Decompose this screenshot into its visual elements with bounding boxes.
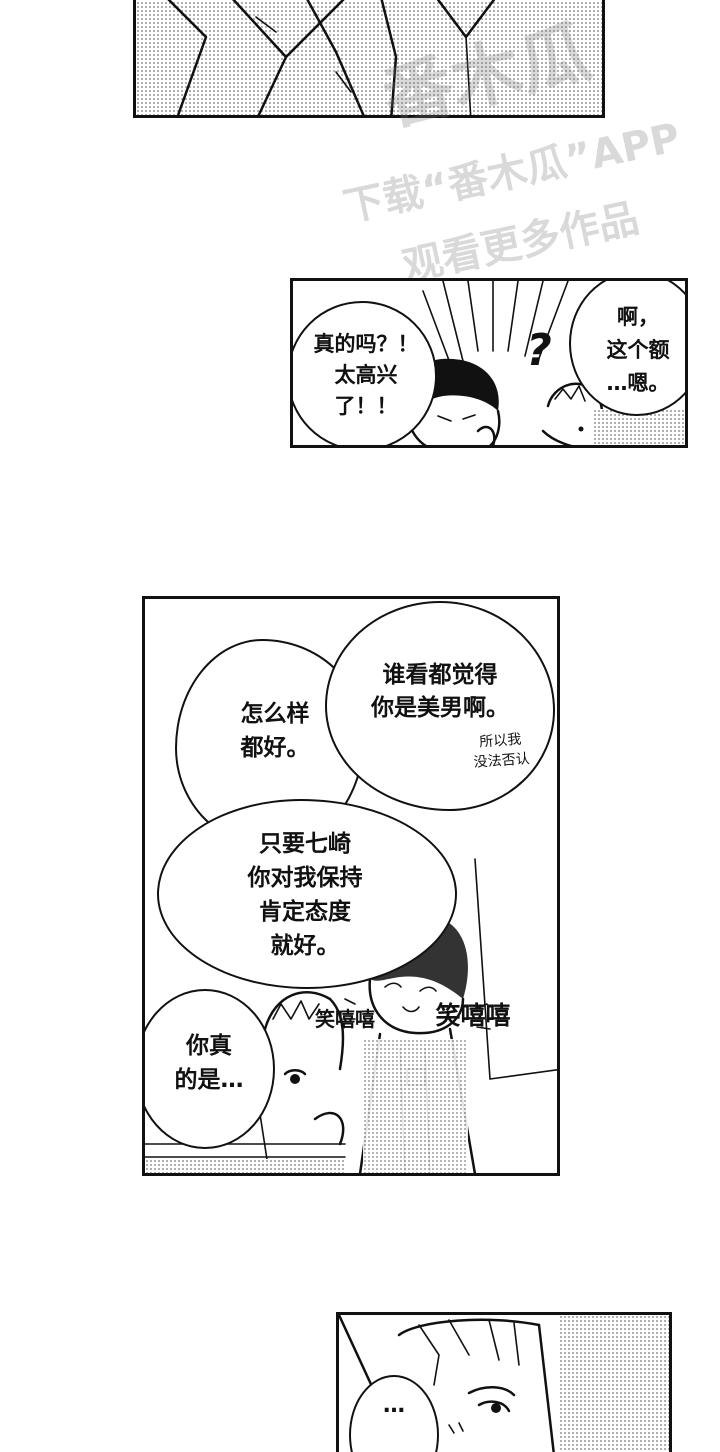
- cloud-bubble-everyone: [325, 601, 555, 811]
- bubble-text-ah: 啊， 这个额 …嗯。: [606, 305, 670, 395]
- speech-bubble-right: [569, 281, 685, 416]
- panel-1-shirt-art: [167, 0, 496, 115]
- watermark-line-1: 下载“番木瓜”APP: [339, 114, 685, 231]
- panel-3-wall-tone: [145, 1159, 345, 1173]
- bubble-text-how: 怎么样 都好。: [240, 701, 310, 761]
- panel-4-screentone: [559, 1315, 669, 1452]
- panel-3-shirt-tone: [363, 1039, 468, 1173]
- cloud-bubble-as-long: [157, 799, 457, 989]
- panel-2: 真的吗？！ 太高兴 了！！ ? 啊， 这个额 …嗯。: [290, 278, 688, 448]
- sfx-giggle-1: 笑嘻嘻: [315, 1007, 375, 1031]
- watermark-line-2: 观看更多作品: [398, 195, 643, 291]
- speech-bubble-left: [293, 301, 437, 445]
- bubble-text-ellipsis: …: [383, 1393, 405, 1418]
- panel-1: [133, 0, 605, 118]
- sfx-giggle-2: 笑嘻嘻: [435, 1001, 511, 1030]
- bubble-text-everyone: 谁看都觉得 你是美男啊。: [371, 662, 509, 721]
- bubble-text-as-long: 只要七崎 你对我保持 肯定态度 就好。: [247, 831, 363, 959]
- bubble-text-really: 真的吗？！ 太高兴 了！！: [313, 332, 419, 418]
- panel-3: 怎么样 都好。 谁看都觉得 你是美男啊。 所以我 没法否认 只要七崎 你对我保持…: [142, 596, 560, 1176]
- panel-4: …: [336, 1312, 672, 1452]
- question-mark: ?: [526, 325, 552, 376]
- bubble-text-you: 你真 的是…: [174, 1033, 244, 1093]
- cloud-bubble-you: [145, 989, 275, 1149]
- small-note-text: 所以我 没法否认: [473, 731, 531, 771]
